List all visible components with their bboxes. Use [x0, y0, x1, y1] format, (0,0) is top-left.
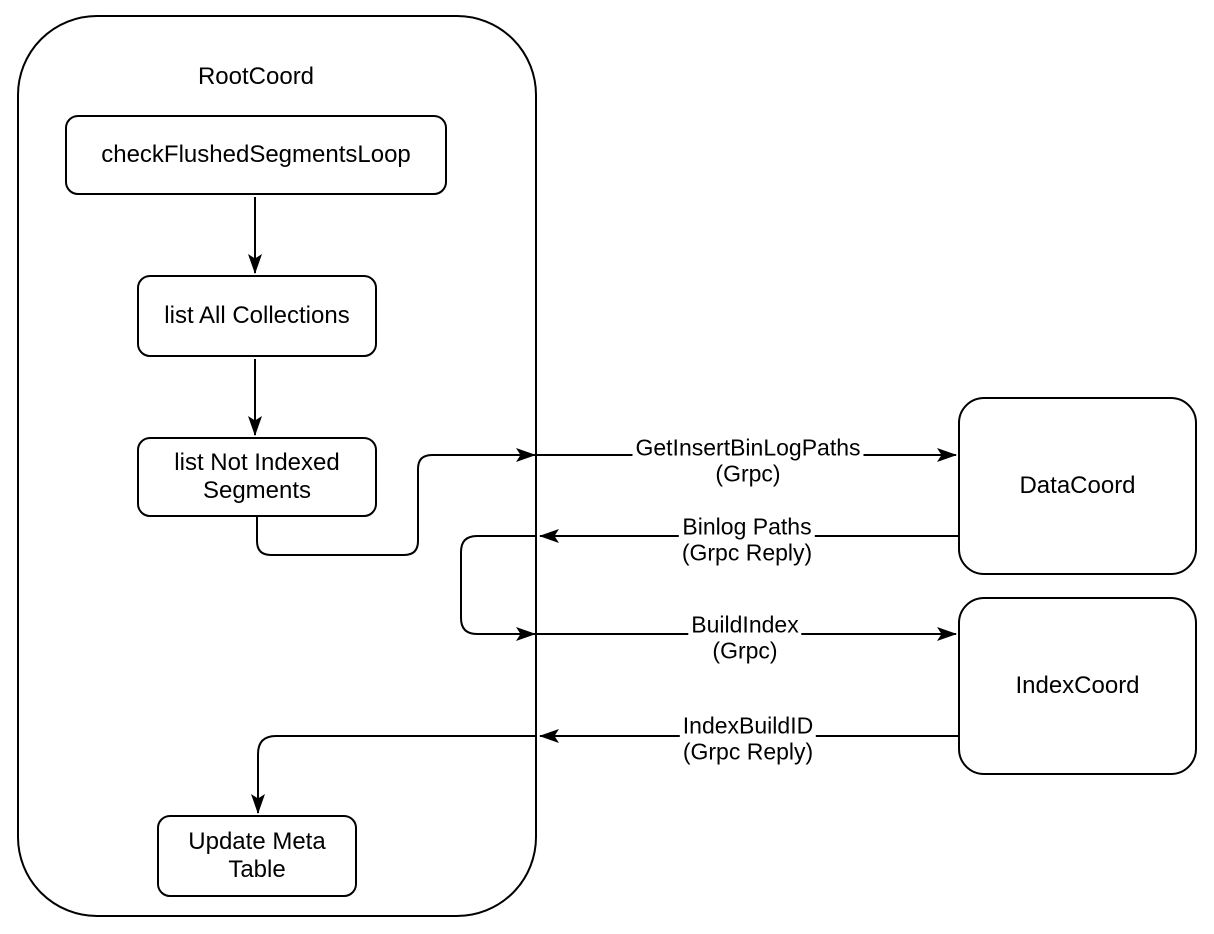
- edge-label-subtitle: (Grpc Reply): [681, 540, 813, 566]
- node-label: list All Collections: [164, 301, 350, 329]
- node-list-not-indexed-segments: list Not Indexed Segments: [137, 437, 377, 517]
- edge-label-buildindex: BuildIndex (Grpc): [688, 611, 802, 665]
- node-label: checkFlushedSegmentsLoop: [101, 140, 411, 168]
- edge-label-binlogpaths: Binlog Paths (Grpc Reply): [678, 513, 816, 567]
- node-label: list Not Indexed Segments: [174, 448, 340, 504]
- node-check-flushed-segments-loop: checkFlushedSegmentsLoop: [65, 115, 447, 195]
- edge-label-title: BuildIndex: [691, 611, 799, 638]
- node-list-all-collections: list All Collections: [137, 275, 377, 357]
- edge-label-title: IndexBuildID: [682, 712, 814, 739]
- node-label: Update Meta Table: [188, 827, 326, 883]
- node-label: IndexCoord: [1015, 671, 1140, 699]
- node-label: DataCoord: [1019, 471, 1136, 499]
- edge-label-getinsertbinlogpaths: GetInsertBinLogPaths (Grpc): [632, 434, 864, 488]
- arrow-listnotindexed-to-border: [256, 448, 536, 556]
- edge-label-subtitle: (Grpc Reply): [682, 739, 814, 765]
- rootcoord-label: RootCoord: [197, 63, 315, 90]
- edge-label-title: GetInsertBinLogPaths: [635, 434, 861, 461]
- arrow-internal-u-connector: [460, 535, 537, 641]
- node-update-meta-table: Update Meta Table: [157, 815, 357, 897]
- arrow-border-to-updatemeta: [251, 735, 537, 814]
- edge-label-subtitle: (Grpc): [715, 461, 781, 487]
- edge-label-title: Binlog Paths: [682, 513, 812, 540]
- edge-label-subtitle: (Grpc): [712, 638, 778, 664]
- node-datacoord: DataCoord: [958, 397, 1197, 575]
- edge-label-indexbuildid: IndexBuildID (Grpc Reply): [679, 712, 817, 766]
- node-indexcoord: IndexCoord: [958, 597, 1197, 775]
